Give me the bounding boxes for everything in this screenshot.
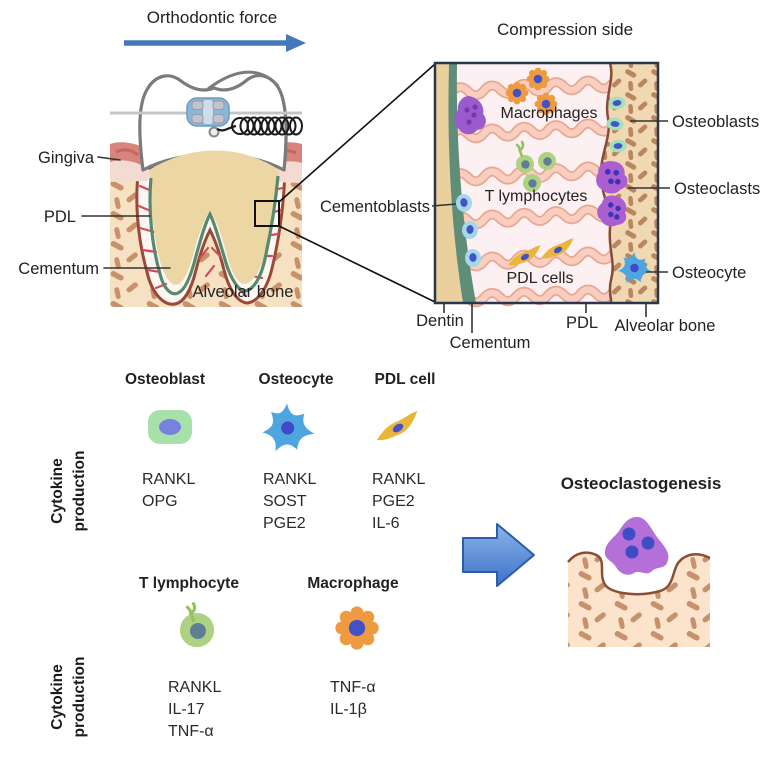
t-lymphocyte-column-header: T lymphocyte [139,575,239,592]
cytokine-item: TNF-α [168,723,214,740]
cementum-label: Cementum [18,260,99,278]
result-arrow-icon [462,523,535,587]
zoom-source-box [254,200,280,227]
pdl-cell-column-header: PDL cell [375,371,436,388]
cementum-layer [148,175,280,296]
cytokine-item: RANKL [372,471,425,488]
cytokine-production-axis-label: Cytokine [49,664,66,730]
cementoblasts-label: Cementoblasts [320,198,430,216]
compression-box-border [433,61,660,305]
osteoclasts-label: Osteoclasts [674,180,760,198]
orthodontic-force-label: Orthodontic force [147,8,277,27]
cytokine-item: PGE2 [372,493,415,510]
cytokine-item: RANKL [168,679,221,696]
compression-side-title: Compression side [497,20,633,39]
cytokine-item: PGE2 [263,515,306,532]
t-lymphocytes-label: T lymphocytes [485,188,588,205]
cytokine-item: IL-17 [168,701,205,718]
cytokine-production-axis-label: production [71,657,88,738]
osteoblast-cell-icon [148,410,192,444]
osteoclastogenesis-panel: Osteoclastogenesis [462,474,722,647]
zoom-connector-bottom [278,225,436,303]
cytokine-item: OPG [142,493,178,510]
cytokine-production-axis-label: production [71,451,88,532]
orthodontic-force-arrow-icon [124,34,306,52]
osteocyte-column-header: Osteocyte [259,371,334,388]
cytokine-row-1: Cytokine production Osteoblast Osteocyte… [49,371,435,532]
alveolar-bone-label: Alveolar bone [193,283,294,301]
compression-side-panel: Compression side [320,20,760,352]
osteocyte-label: Osteocyte [672,264,746,282]
braces-bracket-icon [186,97,230,127]
osteoblasts-label: Osteoblasts [672,113,759,131]
alveolar-bone-bottom-label: Alveolar bone [615,317,716,335]
cytokine-item: RANKL [263,471,316,488]
gingiva-label: Gingiva [38,149,95,167]
resorbed-bone-block [567,551,711,647]
tooth-root-dentin [149,150,279,285]
cytokine-row-2: Cytokine production T lymphocyte Macroph… [49,575,399,740]
dentin-band [435,63,463,303]
pdl-bottom-label: PDL [566,314,598,332]
macrophage-cell-icon [335,606,379,650]
pdl-fiber-ribbons [447,75,617,308]
cytokine-production-axis-label: Cytokine [49,458,66,524]
pdl-label: PDL [44,208,76,226]
osteoclastogenesis-title: Osteoclastogenesis [561,474,722,493]
dentin-label: Dentin [416,312,464,330]
osteoblast-column-header: Osteoblast [125,371,205,388]
cytokine-item: TNF-α [330,679,376,696]
coil-spring-icon [208,116,303,138]
cytokine-item: IL-1β [330,701,367,718]
pdl-cells-label: PDL cells [507,270,574,287]
resorption-pit-line [567,551,711,596]
tooth-diagram-labels: Gingiva PDL Cementum Alveolar bone [18,149,293,301]
cytokine-item: RANKL [142,471,195,488]
macrophages-label: Macrophages [501,105,598,122]
zoom-connector-top [278,63,436,203]
cytokine-item: SOST [263,493,307,510]
tooth-diagram: Orthodontic force [18,8,436,307]
cytokine-item: IL-6 [372,515,400,532]
osteoclast-result-icon [604,517,669,575]
cementum-bottom-label: Cementum [450,334,531,352]
compression-callouts: Osteoblasts Osteoclasts Osteocyte Cement… [320,113,760,352]
purple-cell-icon [454,96,486,135]
macrophage-column-header: Macrophage [307,575,399,592]
